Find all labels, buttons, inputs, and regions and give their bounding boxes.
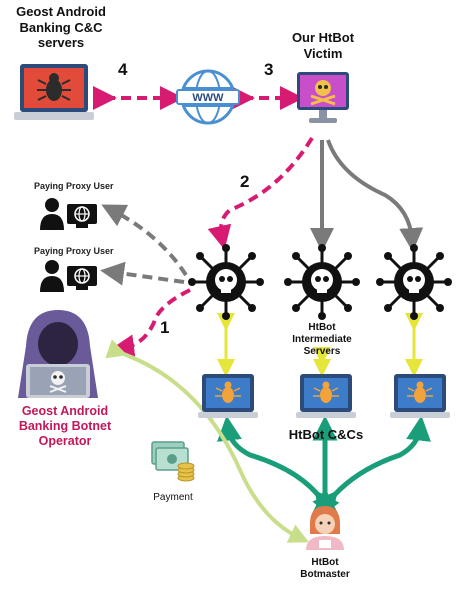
botnet-skull-icon [284, 244, 360, 320]
payment-label: Payment [153, 492, 193, 503]
arrow-payment [105, 339, 310, 543]
botnet-skull-icon [376, 244, 452, 320]
botmaster-label: HtBot Botmaster [300, 557, 350, 580]
botmaster-icon [306, 506, 344, 550]
arrow-proxy-1 [101, 204, 188, 277]
intermediate-servers-label: HtBot Intermediate Servers [292, 322, 352, 357]
www-text: WWW [192, 92, 224, 104]
proxy-user-icon [40, 198, 97, 230]
step-3: 3 [264, 60, 274, 79]
arrow-2 [207, 136, 314, 250]
arrow-proxy-2 [100, 261, 185, 286]
htbot-ccs-label: HtBot C&Cs [288, 427, 364, 442]
proxy-user-label-2: Paying Proxy User [34, 246, 114, 256]
step-2: 2 [240, 172, 250, 191]
laptop-bug-icon [390, 374, 450, 418]
step-1: 1 [160, 318, 170, 337]
laptop-bug-icon [14, 64, 94, 120]
operator-label: Geost Android Banking Botnet Operator [18, 404, 112, 448]
victim-label: Our HtBot Victim [291, 30, 355, 61]
proxy-user-label-1: Paying Proxy User [34, 181, 114, 191]
globe-www-icon: WWW [176, 69, 240, 125]
hacker-icon [18, 310, 98, 398]
arrow-teal-right [312, 415, 431, 518]
laptop-bug-icon [296, 374, 356, 418]
arrow-1 [110, 288, 191, 359]
laptop-bug-icon [198, 374, 258, 418]
proxy-user-icon [40, 260, 97, 292]
money-icon [151, 441, 195, 482]
cc-servers-label: Geost Android Banking C&C servers [16, 4, 106, 51]
botnet-skull-icon [188, 244, 264, 320]
monitor-skull-icon [297, 72, 349, 123]
arrow-victim-right [326, 139, 424, 252]
step-4: 4 [118, 60, 128, 79]
